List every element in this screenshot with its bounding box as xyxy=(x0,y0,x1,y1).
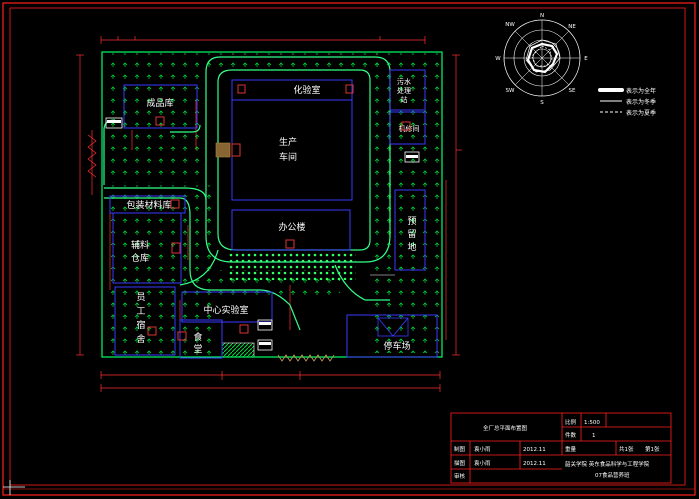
crosshair-cursor-icon xyxy=(3,480,25,495)
sheet-no: 第1张 xyxy=(645,445,660,453)
legend-summer: 表示为夏季 xyxy=(626,109,656,117)
label-dorm-3: 宿 xyxy=(136,319,145,331)
label-dorm-1: 员 xyxy=(136,292,145,303)
label-parking: 停车场 xyxy=(383,340,410,352)
green-areas xyxy=(103,53,440,358)
dormitory xyxy=(114,286,176,356)
review-label: 审核 xyxy=(454,472,466,480)
title-block xyxy=(450,412,672,484)
machine-repair-shop xyxy=(389,111,426,145)
school-line-2: 07食品营养班 xyxy=(595,471,630,479)
count-value: 1 xyxy=(592,433,596,439)
site-boundary xyxy=(101,51,443,358)
label-aux-1: 辅料 xyxy=(131,239,149,251)
label-canteen-1: 食 xyxy=(193,331,202,343)
school-line-1: 韶关学院 英东食品科学与工程学院 xyxy=(565,460,650,468)
finished-goods-store xyxy=(123,84,198,129)
office-building xyxy=(231,209,351,251)
label-dorm-4: 舍 xyxy=(136,333,145,345)
label-reserve-1: 预 xyxy=(407,216,416,227)
scale-value: 1:500 xyxy=(584,420,600,426)
central-lab xyxy=(181,291,273,323)
label-lab: 化验室 xyxy=(293,84,320,96)
legend-winter: 表示为冬季 xyxy=(626,98,656,106)
label-reserve-2: 留 xyxy=(407,228,416,240)
wind-rose xyxy=(503,19,581,97)
production-building xyxy=(231,99,353,201)
label-aux-2: 仓库 xyxy=(131,252,149,264)
label-office: 办公楼 xyxy=(278,221,305,233)
compass-w: W xyxy=(495,56,501,62)
wind-legend xyxy=(598,88,624,113)
checked-name: 袁小雨 xyxy=(474,459,491,467)
compass-n: N xyxy=(540,13,544,19)
label-finished-goods: 成品库 xyxy=(146,97,173,109)
label-canteen-2: 堂 xyxy=(193,343,202,355)
compass-se: SE xyxy=(569,88,576,94)
count-label: 件数 xyxy=(565,431,577,439)
buildings xyxy=(109,69,438,359)
label-dorm-2: 工 xyxy=(136,307,145,317)
lab-building xyxy=(231,79,353,101)
aux-store xyxy=(112,212,182,284)
weight-label: 重量 xyxy=(565,445,577,453)
compass-sw: SW xyxy=(506,88,515,94)
compass-e: E xyxy=(584,56,588,62)
label-machine-repair: 机修间 xyxy=(399,124,420,133)
title-block-title: 全厂总平面布置图 xyxy=(483,424,528,432)
wastewater-station xyxy=(389,69,426,111)
road-network xyxy=(103,56,391,331)
label-production-1: 生产 xyxy=(279,136,297,148)
scale-label: 比例 xyxy=(565,418,577,426)
reserve-land xyxy=(394,189,426,271)
label-reserve-3: 地 xyxy=(407,241,416,253)
label-packaging: 包装材料库 xyxy=(126,199,171,211)
equipment-markers xyxy=(105,84,420,362)
compass-nw: NW xyxy=(505,22,515,28)
inner-frame xyxy=(9,7,686,486)
label-production-2: 车间 xyxy=(279,151,297,163)
canteen xyxy=(179,319,223,359)
compass-s: S xyxy=(540,100,544,106)
parking-lot xyxy=(346,314,438,358)
label-wastewater-2: 处理 xyxy=(397,86,411,95)
checked-date: 2012.11 xyxy=(523,461,546,467)
label-wastewater-3: 站 xyxy=(401,95,408,104)
checked-label: 描图 xyxy=(454,459,466,467)
drawn-date: 2012.11 xyxy=(523,447,546,453)
drawn-name: 袁小雨 xyxy=(474,445,491,453)
compass-ne: NE xyxy=(568,24,576,30)
label-central-lab: 中心实验室 xyxy=(203,304,248,316)
label-wastewater-1: 污水 xyxy=(397,77,411,86)
sheet-value: 共1张 xyxy=(619,445,634,453)
legend-annual: 表示为全年 xyxy=(626,87,656,95)
drawn-label: 制图 xyxy=(454,445,466,453)
